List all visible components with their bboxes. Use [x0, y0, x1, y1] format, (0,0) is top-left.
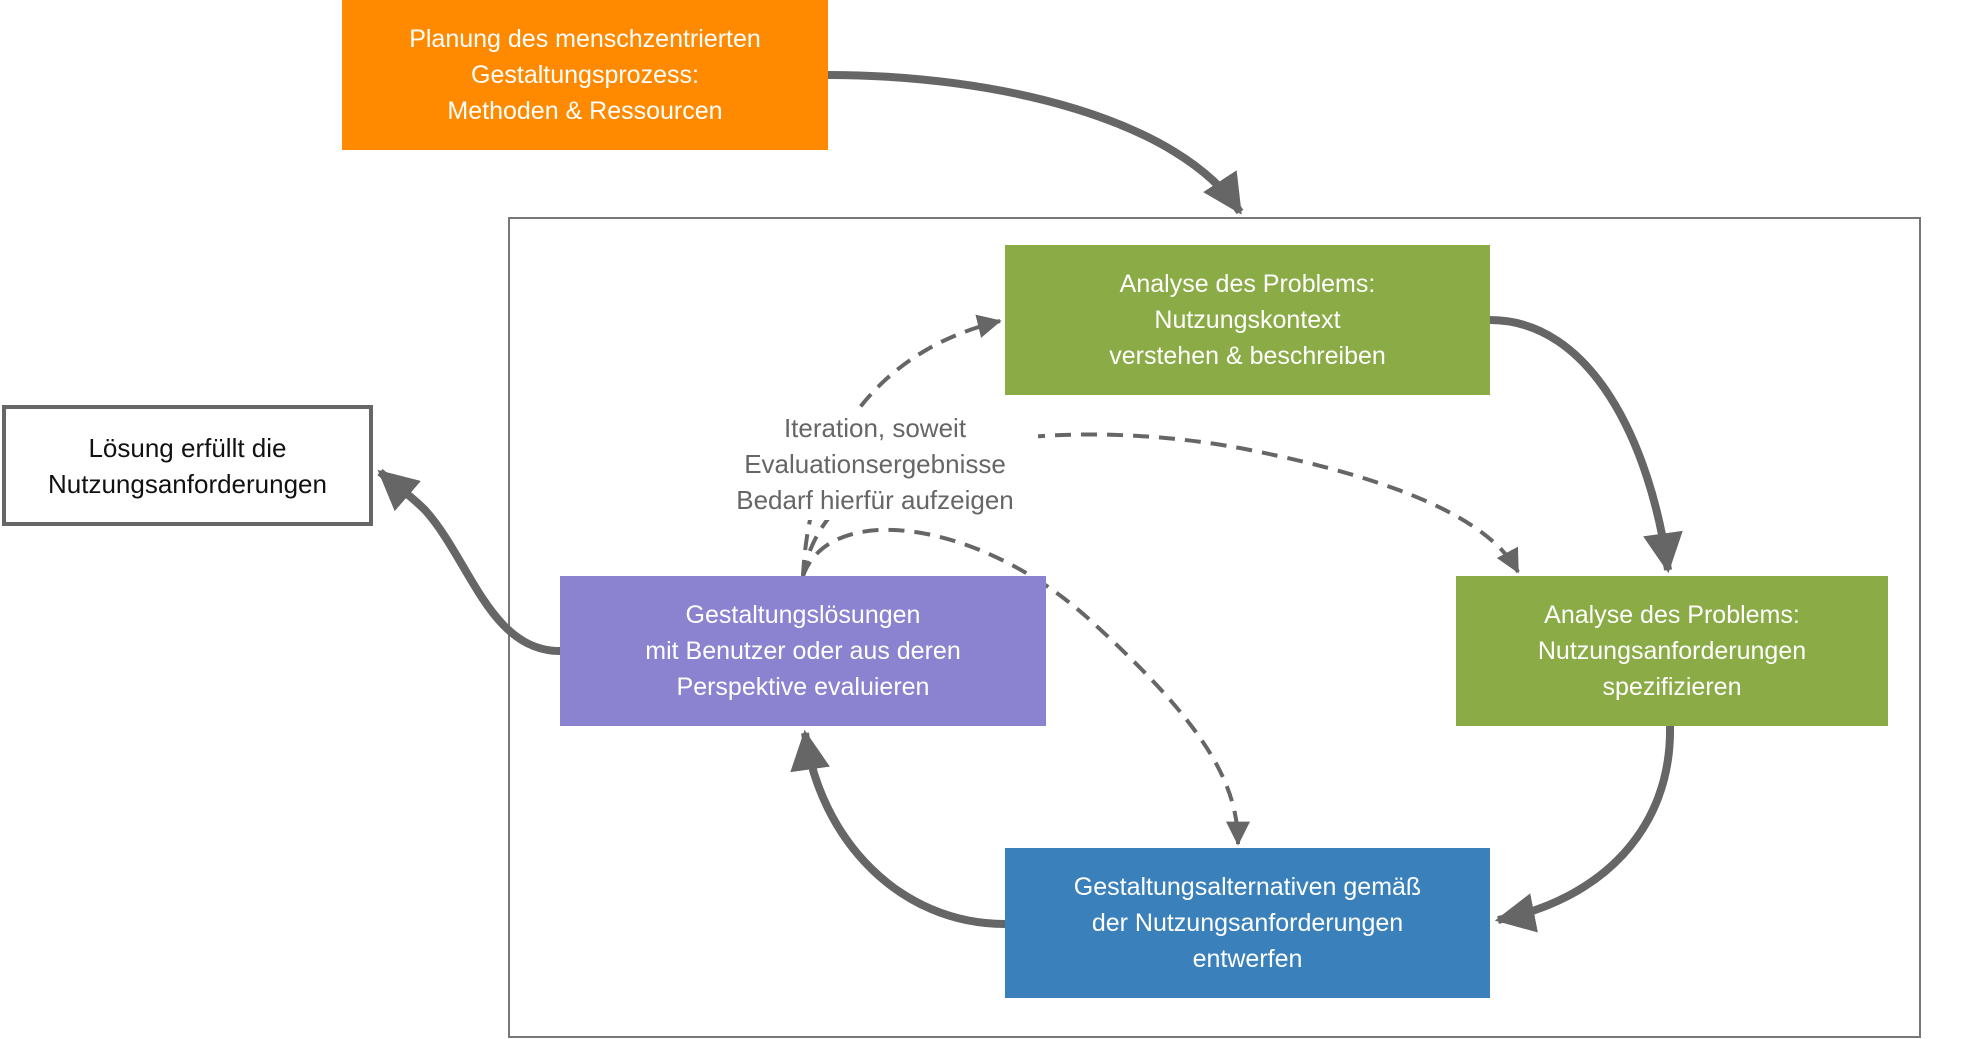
arrow-plan-to-process: [827, 71, 1244, 215]
context-analysis-node: Analyse des Problems: Nutzungskontext ve…: [1005, 245, 1490, 395]
solution-node: Lösung erfüllt die Nutzungsanforderungen: [2, 405, 373, 526]
iteration-label: Iteration, soweit Evaluationsergebnisse …: [736, 413, 1014, 515]
design-node: Gestaltungsalternativen gemäß der Nutzun…: [1005, 848, 1490, 998]
evaluation-label: Gestaltungslösungen mit Benutzer oder au…: [645, 601, 961, 701]
planning-node-label: Planung des menschzentrierten Gestaltung…: [409, 25, 761, 125]
arrow-requirements-to-design: [1494, 725, 1675, 933]
solution-label: Lösung erfüllt die Nutzungsanforderungen: [48, 432, 327, 499]
label-backing: [712, 412, 1038, 520]
arrow-evaluate-to-solution: [377, 468, 561, 655]
requirements-label: Analyse des Problems: Nutzungsanforderun…: [1537, 601, 1807, 701]
evaluation-node: Gestaltungslösungen mit Benutzer oder au…: [560, 576, 1046, 726]
arrow-design-to-evaluate: [790, 729, 1006, 928]
design-label: Gestaltungsalternativen gemäß der Nutzun…: [1073, 873, 1422, 973]
arrow-context-to-requirements: [1489, 316, 1683, 574]
planning-node: Planung des menschzentrierten Gestaltung…: [342, 0, 828, 150]
requirements-node: Analyse des Problems: Nutzungsanforderun…: [1456, 576, 1888, 726]
dashed-arrow-to-requirements: [801, 432, 1520, 577]
dashed-arrow-to-context: [801, 314, 1002, 577]
context-analysis-label: Analyse des Problems: Nutzungskontext ve…: [1109, 270, 1386, 370]
dashed-arrow-to-design: [801, 527, 1250, 846]
